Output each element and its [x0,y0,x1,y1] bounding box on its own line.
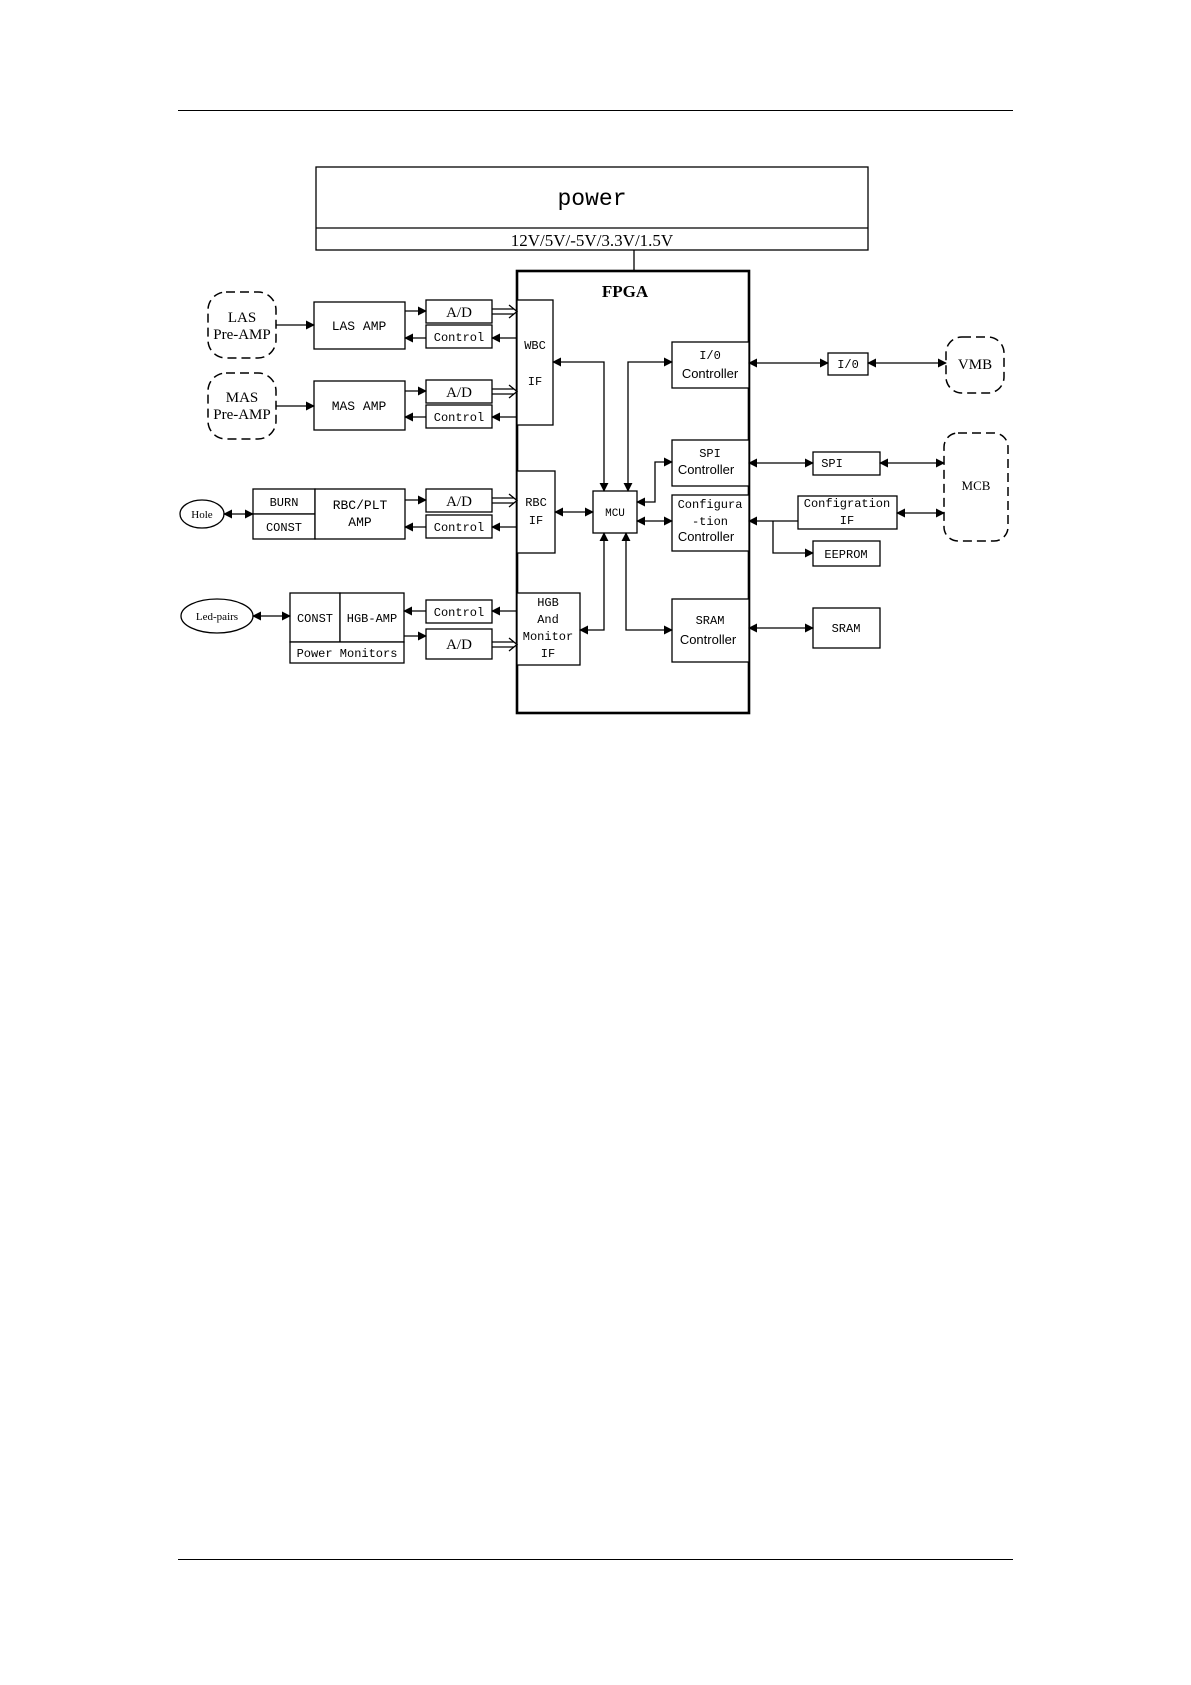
block-label: Control [434,521,484,535]
block-label: CONST [297,612,333,626]
block-label: MAS [226,390,259,406]
rbc-plt-amp-block: RBC/PLT AMP [314,488,406,540]
block-label: A/D [446,494,472,510]
power-monitors-label: Power Monitors [297,647,398,661]
block-label: BURN [270,496,299,510]
block-label: CONST [266,521,302,535]
block-label: A/D [446,385,472,401]
block-label: Hole [191,509,213,521]
las-amp-block: LAS AMP [313,301,406,350]
block-label: LAS AMP [332,319,387,334]
power-block: power 12V/5V/-5V/3.3V/1.5V [315,166,869,251]
mas-pre-amp: MAS Pre-AMP [207,372,277,440]
rbc-ad-block: A/D [425,488,493,513]
block-label: And [537,613,559,627]
block-label: MCU [605,508,625,520]
block-label: SRAM [696,614,725,628]
block-label: IF [528,375,542,389]
block-label: I/0 [837,358,859,372]
power-title: power [557,186,626,212]
block-label: Controller [680,632,737,647]
burn-const-block: BURN CONST [252,488,316,540]
mas-amp-block: MAS AMP [313,380,406,431]
mas-control-block: Control [425,404,493,429]
spi-block: SPI [812,451,881,476]
footer-rule [178,1559,1013,1560]
block-label: SPI [821,457,843,471]
eeprom-block: EEPROM [812,540,881,567]
mas-ad-block: A/D [425,379,493,404]
las-pre-amp: LAS Pre-AMP [207,291,277,359]
spi-controller-block: SPI Controller [671,439,750,487]
las-control-block: Control [425,324,493,349]
block-label: Control [434,411,484,425]
block-label: Configura [678,498,743,512]
sram-block: SRAM [812,607,881,649]
header-rule [178,110,1013,111]
block-label: A/D [446,637,472,653]
block-label: VMB [958,357,992,373]
sram-controller-block: SRAM Controller [671,598,750,663]
io-controller-block: I/0 Controller [671,341,750,389]
block-label: SPI [699,447,721,461]
rbc-if-block: RBC IF [516,470,556,554]
block-label: IF [541,647,555,661]
led-pairs-node: Led-pairs [180,598,254,634]
vmb-block: VMB [945,336,1005,394]
block-label: Configration [804,497,890,511]
block-label: Pre-AMP [213,327,271,343]
configuration-controller-block: Configura -tion Controller [671,494,750,552]
hgb-ad-block: A/D [425,628,493,660]
block-label: Monitor [523,630,573,644]
io-block: I/0 [827,352,869,376]
block-label: Controller [682,366,739,381]
block-label: IF [840,514,854,528]
hole-node: Hole [179,499,225,529]
hgb-control-block: Control [425,599,493,624]
block-label: AMP [348,515,372,530]
block-label: WBC [524,339,546,353]
block-label: LAS [228,310,256,326]
hgb-monitor-if-block: HGB And Monitor IF [516,592,581,666]
block-label: HGB-AMP [347,612,397,626]
block-label: Led-pairs [196,611,238,623]
block-label: I/0 [699,349,721,363]
block-label: A/D [446,305,472,321]
block-label: RBC/PLT [333,498,388,513]
block-label: Pre-AMP [213,407,271,423]
mcb-block: MCB [943,432,1009,542]
block-label: Controller [678,529,735,544]
block-label: MAS AMP [332,399,387,414]
configration-if-block: Configration IF [797,495,898,530]
block-label: RBC [525,496,547,510]
block-label: Controller [678,462,735,477]
connections [223,304,947,652]
rbc-control-block: Control [425,514,493,539]
wbc-if-block: WBC IF [516,299,554,426]
las-ad-block: A/D [425,299,493,324]
block-label: HGB [537,596,559,610]
power-voltages: 12V/5V/-5V/3.3V/1.5V [511,231,674,250]
const-hgb-amp-block: CONST HGB-AMP Power Monitors [289,592,405,664]
block-label: -tion [692,515,728,529]
block-label: Control [434,606,484,620]
block-label: SRAM [832,622,861,636]
block-label: IF [529,514,543,528]
mcu-block: MCU [592,490,638,534]
block-label: MCB [962,478,991,493]
block-label: EEPROM [824,548,867,562]
fpga-title: FPGA [602,282,649,301]
block-label: Control [434,331,484,345]
